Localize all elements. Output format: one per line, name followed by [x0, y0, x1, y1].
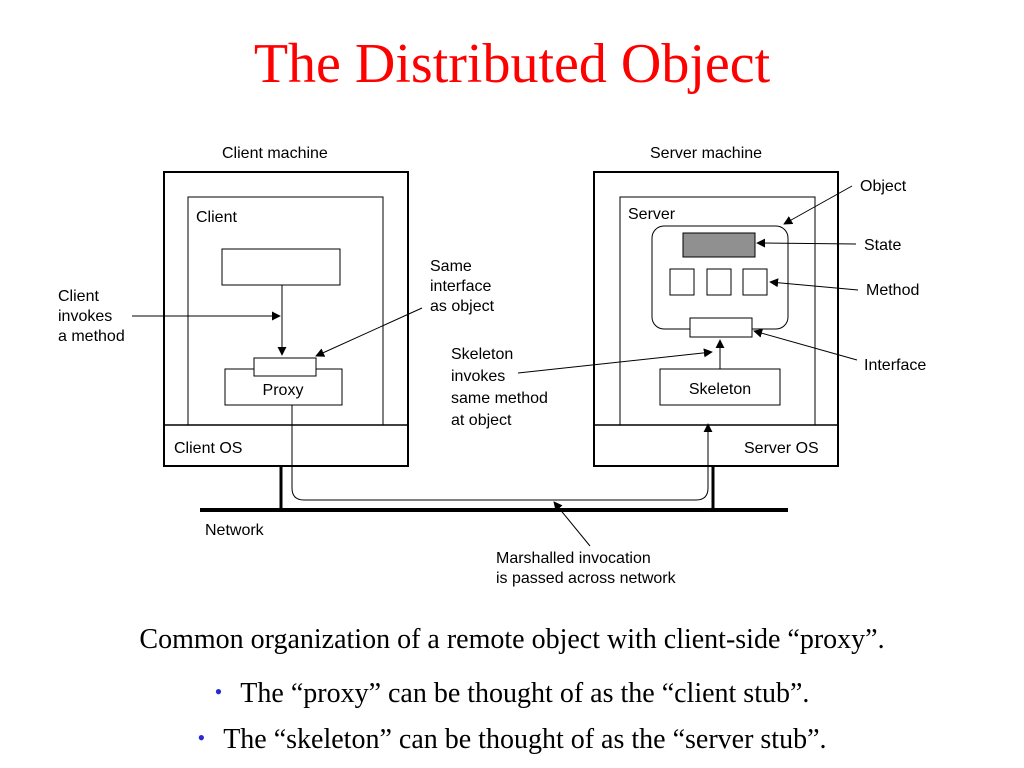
- bullet-text: The “skeleton” can be thought of as the …: [223, 724, 827, 755]
- method-box-3: [742, 268, 768, 296]
- client-code-box: [221, 248, 341, 286]
- same-interface-label: Same interface as object: [430, 258, 496, 315]
- object-interface-box: [689, 317, 753, 338]
- bullet-item-1: • The “proxy” can be thought of as the “c…: [0, 674, 1024, 712]
- method-box-1: [669, 268, 695, 296]
- server-label: Server: [628, 206, 676, 223]
- client-process-box: [187, 196, 384, 426]
- bullet-dot: •: [214, 679, 223, 704]
- server-machine-box: [593, 171, 839, 467]
- state-label: State: [864, 237, 901, 254]
- same-interface-arrow: [315, 307, 423, 357]
- skeleton-invokes-arrow: [517, 348, 713, 374]
- client-label: Client: [196, 209, 237, 226]
- network-label: Network: [205, 522, 265, 539]
- skeleton-box: [659, 368, 781, 406]
- method-label: Method: [866, 282, 919, 299]
- caption: Common organization of a remote object w…: [139, 624, 885, 655]
- bullet-text: The “proxy” can be thought of as the “cl…: [240, 678, 810, 709]
- server-os-label: Server OS: [744, 440, 819, 457]
- proxy-label: Proxy: [263, 382, 304, 399]
- client-os-label: Client OS: [174, 440, 242, 457]
- bullet-item-2: • The “skeleton” can be thought of as the…: [0, 720, 1024, 758]
- bullet-dot: •: [197, 725, 206, 750]
- proxy-box: [224, 368, 343, 406]
- marshalled-label: Marshalled invocation is passed across n…: [496, 550, 677, 587]
- invocation-path: [291, 405, 713, 501]
- interface-label: Interface: [864, 357, 926, 374]
- client-machine-label: Client machine: [222, 145, 328, 162]
- object-arrow: [783, 185, 853, 225]
- skeleton-invokes-label: Skeleton invokes same method at object: [451, 346, 552, 429]
- method-box-2: [706, 268, 732, 296]
- state-box: [682, 232, 756, 258]
- state-arrow: [756, 238, 857, 248]
- slide-title: The Distributed Object: [253, 33, 771, 95]
- method-arrow: [769, 278, 859, 291]
- server-process-box: [619, 196, 816, 426]
- client-machine-box: [163, 171, 409, 467]
- server-machine-label: Server machine: [650, 145, 762, 162]
- client-invokes-label: Client invokes a method: [58, 288, 125, 345]
- interface-arrow: [753, 328, 858, 361]
- object-label: Object: [860, 178, 907, 195]
- skeleton-label: Skeleton: [689, 381, 751, 398]
- proxy-interface-box: [253, 357, 317, 377]
- marshalled-arrow: [553, 501, 591, 547]
